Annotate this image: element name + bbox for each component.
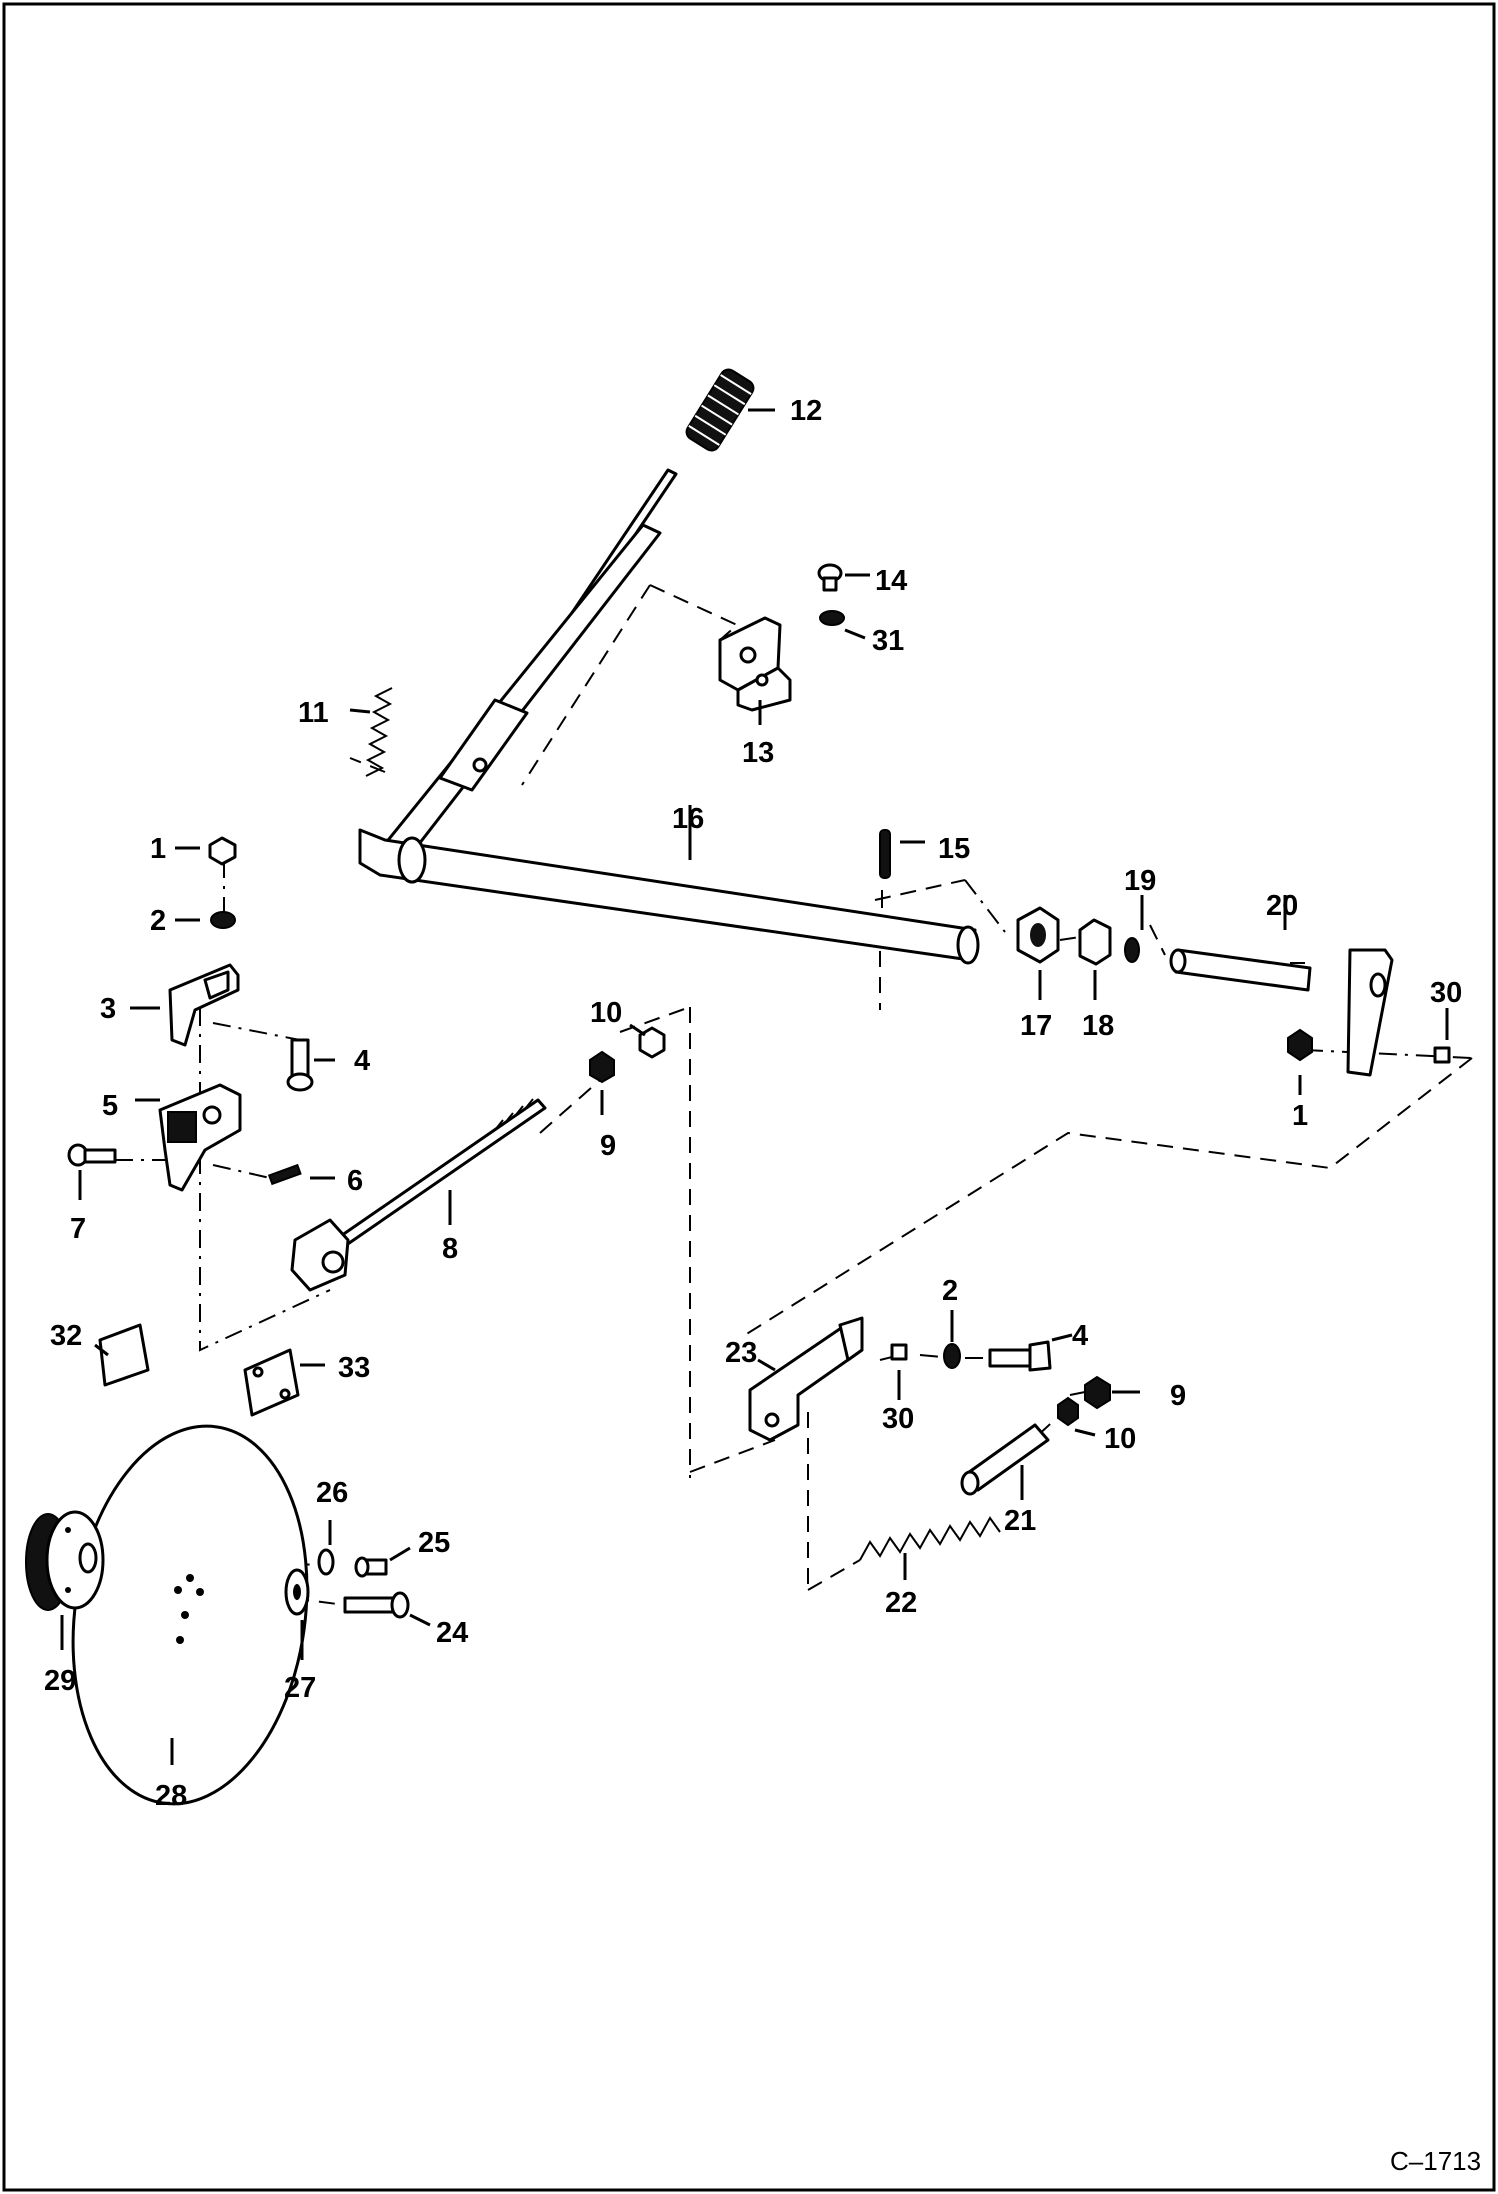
bolt-25	[354, 1556, 388, 1578]
pin-6	[267, 1163, 302, 1186]
callout-9-upper: 9	[600, 1130, 616, 1162]
callout-labels: 12 14 31 13 11 16 15 17 18 19 20 30 1 1 …	[44, 395, 1462, 1812]
callout-26: 26	[316, 1477, 348, 1509]
callout-1-left: 1	[150, 833, 166, 865]
callout-10-upper: 10	[590, 997, 622, 1029]
handle-pin-hole	[472, 757, 488, 773]
bolt-4-upper	[286, 1038, 314, 1092]
callout-27: 27	[284, 1672, 316, 1704]
callout-20: 20	[1266, 890, 1298, 922]
callout-23: 23	[725, 1337, 757, 1369]
callout-6: 6	[347, 1165, 363, 1197]
callout-14: 14	[875, 565, 907, 597]
callout-24: 24	[436, 1617, 468, 1649]
plate-33	[243, 1348, 300, 1417]
plate-32	[98, 1323, 150, 1387]
latch-body	[158, 1083, 242, 1192]
lock-washer-2-left	[210, 911, 236, 929]
washer-27-hole	[293, 1584, 301, 1600]
shaft-end-left	[397, 836, 427, 884]
pivot-shaft	[1169, 948, 1394, 1077]
callout-8: 8	[442, 1233, 458, 1265]
washer	[819, 610, 845, 626]
handle-tube	[370, 523, 662, 877]
nut-small	[1078, 918, 1112, 966]
callout-13: 13	[742, 737, 774, 769]
shaft-end-right	[956, 925, 980, 965]
washer-26	[317, 1548, 335, 1576]
spring-22	[859, 1516, 1001, 1561]
callout-2-left: 2	[150, 905, 166, 937]
callout-31: 31	[872, 625, 904, 657]
nut-9-upper	[589, 1050, 615, 1084]
callout-1-right: 1	[1292, 1100, 1308, 1132]
spring	[365, 687, 393, 777]
callout-15: 15	[938, 833, 970, 865]
nut-9-lower	[1084, 1375, 1111, 1410]
nut-large-hole	[1030, 923, 1046, 947]
sprocket-hub	[25, 1510, 105, 1611]
callout-21: 21	[1004, 1505, 1036, 1537]
callout-19: 19	[1124, 865, 1156, 897]
callout-33: 33	[338, 1352, 370, 1384]
callout-29: 29	[44, 1665, 76, 1697]
handle-sleeve	[438, 698, 529, 792]
nut-10-lower	[1057, 1396, 1079, 1427]
callout-32: 32	[50, 1320, 82, 1352]
figure-code: C–1713	[1390, 2146, 1481, 2176]
lock-washer-2-lower	[943, 1343, 961, 1369]
roll-pin	[879, 829, 891, 879]
callout-30-right: 30	[1430, 977, 1462, 1009]
clip-bracket	[168, 963, 240, 1047]
callout-28: 28	[155, 1780, 187, 1812]
callout-5: 5	[102, 1090, 118, 1122]
callout-11: 11	[298, 697, 329, 729]
spacer-30-lower	[890, 1343, 908, 1361]
bolt-4-lower	[988, 1340, 1052, 1372]
callout-17: 17	[1020, 1010, 1052, 1042]
callout-4-upper: 4	[354, 1045, 370, 1077]
callout-30-lower: 30	[882, 1403, 914, 1435]
screw	[817, 563, 843, 592]
callout-16: 16	[672, 803, 704, 835]
threaded-rod	[290, 1098, 547, 1292]
nut-10-upper	[638, 1026, 666, 1059]
callout-25: 25	[418, 1527, 450, 1559]
nut-1-left	[208, 836, 237, 866]
callout-12: 12	[790, 395, 822, 427]
callout-4-lower: 4	[1072, 1320, 1088, 1352]
callout-9-lower: 9	[1170, 1380, 1186, 1412]
callout-3: 3	[100, 993, 116, 1025]
washer-small	[1124, 937, 1140, 963]
leader-lines	[60, 408, 1449, 1765]
callout-10-lower: 10	[1104, 1423, 1136, 1455]
bolt-7	[67, 1143, 117, 1167]
bracket-23	[748, 1316, 864, 1442]
callout-22: 22	[885, 1587, 917, 1619]
disc	[71, 1424, 309, 1806]
pin-21	[960, 1423, 1050, 1496]
bolt-24	[343, 1591, 410, 1619]
bracket	[718, 616, 792, 712]
callout-18: 18	[1082, 1010, 1114, 1042]
callout-2-lower: 2	[942, 1275, 958, 1307]
callout-7: 7	[70, 1213, 86, 1245]
spacer-30-right	[1433, 1046, 1451, 1064]
handle-grip	[685, 368, 755, 452]
nut-1-right	[1287, 1028, 1313, 1062]
